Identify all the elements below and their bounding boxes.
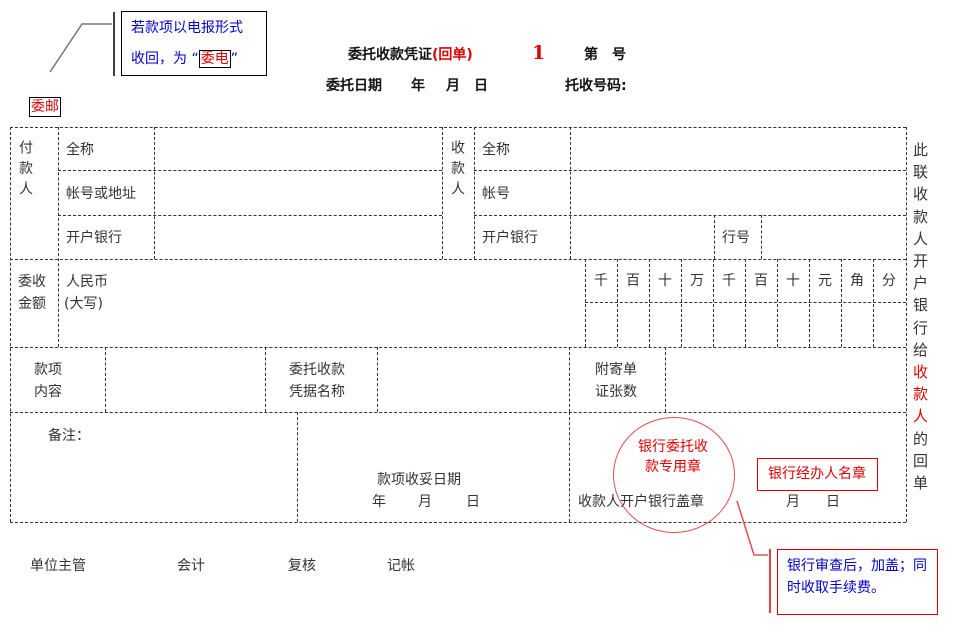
payee-bank-label: 开户银行 (482, 230, 538, 246)
digit-header-shi: 十 (786, 273, 800, 289)
payee-account-label: 帐号 (482, 186, 510, 202)
item-content-label-line2: 内容 (34, 384, 62, 400)
side-note-normal-bottom: 的回单 (913, 429, 929, 493)
telegraph-note-callout: 若款项以电报形式 收回，为 “委电” (121, 11, 267, 76)
bank-agent-seal-text: 银行经办人名章 (768, 466, 866, 482)
item-content-field[interactable] (108, 350, 263, 410)
telegraph-note-suffix: ” (230, 51, 238, 67)
digit-header-qian-wan: 千 (594, 273, 608, 289)
side-note-normal-top: 此联收款人开户银行给 (913, 141, 929, 359)
seal-day-label: 日 (826, 494, 840, 510)
telegraph-note-prefix: 收回，为 “ (131, 51, 199, 67)
bank-agent-seal-box: 银行经办人名章 (757, 458, 878, 491)
signature-unit-supervisor: 单位主管 (30, 558, 86, 574)
payee-account-field[interactable] (572, 173, 904, 213)
digit-header-fen: 分 (882, 273, 896, 289)
voucher-number-label: 第 号 (584, 47, 626, 63)
page-title: 委托收款凭证(回单) (348, 44, 473, 66)
document-name-label-line2: 凭据名称 (289, 384, 345, 400)
payee-full-name-label: 全称 (482, 142, 510, 158)
mail-stamp-box: 委邮 (29, 97, 61, 117)
digit-header-jiao: 角 (850, 273, 864, 289)
attachments-count-field[interactable] (668, 350, 904, 410)
payer-bank-field[interactable] (156, 218, 440, 257)
copy-number: 1 (532, 42, 546, 64)
entrust-day-label: 日 (474, 78, 488, 94)
payee-full-name-field[interactable] (572, 130, 904, 168)
callout-leader-line (49, 12, 115, 76)
digit-header-bai-wan: 百 (626, 273, 640, 289)
document-name-label-line1: 委托收款 (289, 362, 345, 378)
digit-header-qian: 千 (722, 273, 736, 289)
seal-text-inner: 银行委托收款专用章 (638, 439, 708, 475)
signature-bookkeeper: 记帐 (387, 558, 415, 574)
bank-review-note-text: 银行审查后，加盖；同时收取手续费。 (787, 558, 927, 596)
amount-in-words-field[interactable] (160, 262, 580, 344)
signature-reviewer: 复核 (288, 558, 316, 574)
seal-month-label: 月 (786, 494, 800, 510)
payer-account-field[interactable] (156, 173, 440, 213)
attachments-label-line2: 证张数 (595, 384, 637, 400)
title-suffix: (回单) (432, 47, 473, 63)
telegraph-note-line1: 若款项以电报形式 (131, 20, 243, 36)
entrust-date-label: 委托日期 (326, 78, 382, 94)
digit-header-wan: 万 (690, 273, 704, 289)
entrust-year-label: 年 (411, 78, 425, 94)
document-name-field[interactable] (380, 350, 567, 410)
payee-bank-code-field[interactable] (763, 218, 904, 257)
payer-full-name-field[interactable] (156, 130, 440, 168)
bank-collection-seal-text: 银行委托收款专用章 (638, 437, 708, 477)
payer-side-label: 付款人 (17, 140, 33, 202)
receipt-year-label: 年 (372, 494, 386, 510)
digit-header-yuan: 元 (818, 273, 832, 289)
title-text: 委托收款凭证 (348, 47, 432, 63)
payee-bank-field[interactable] (572, 218, 712, 257)
digit-header-bai: 百 (754, 273, 768, 289)
remarks-field[interactable] (14, 448, 294, 518)
telegraph-stamp-box: 委电 (198, 50, 231, 68)
signature-accountant: 会计 (177, 558, 205, 574)
payer-bank-label: 开户银行 (66, 230, 122, 246)
payer-full-name-label: 全称 (66, 142, 94, 158)
bank-collection-seal-circle (613, 417, 735, 533)
item-content-label-line1: 款项 (34, 362, 62, 378)
payee-side-label: 收款人 (449, 140, 465, 202)
telegraph-note-line2: 收回，为 “委电” (131, 48, 238, 70)
entrust-month-label: 月 (446, 78, 460, 94)
collection-number-label: 托收号码: (565, 78, 627, 94)
receipt-month-label: 月 (418, 494, 432, 510)
amount-label-line2: 金额 (18, 296, 46, 312)
digit-header-shi-wan: 十 (658, 273, 672, 289)
review-callout-leader-line (736, 500, 771, 613)
attachments-label-line1: 附寄单 (595, 362, 637, 378)
payer-account-label: 帐号或地址 (66, 186, 136, 202)
receipt-day-label: 日 (466, 494, 480, 510)
amount-digits-field[interactable] (587, 305, 904, 345)
copy-purpose-side-note: 此联收款人开户银行给 收款人 的回单 (913, 139, 933, 494)
amount-label-line1: 委收 (18, 274, 46, 290)
bank-review-note-callout: 银行审查后，加盖；同时收取手续费。 (777, 549, 938, 615)
receipt-date-label: 款项收妥日期 (377, 472, 461, 488)
payee-bank-code-label: 行号 (722, 230, 750, 246)
side-note-highlight: 收款人 (913, 363, 929, 426)
currency-label-line1: 人民币 (66, 274, 108, 290)
remarks-label: 备注： (48, 428, 90, 444)
currency-label-line2: (大写) (64, 296, 103, 312)
